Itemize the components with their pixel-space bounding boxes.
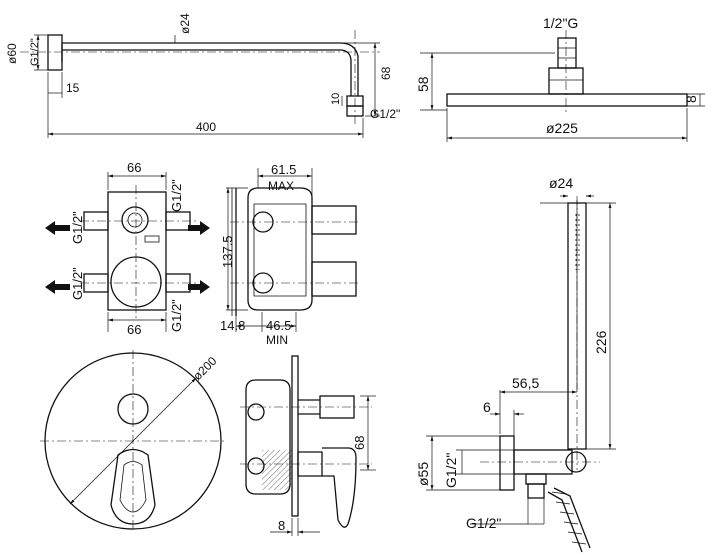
hand-projection-label: 56,5 bbox=[512, 375, 539, 391]
valve-port-left-top-label: G1/2" bbox=[70, 211, 85, 244]
valve-max-label: MAX bbox=[268, 179, 294, 193]
valve-port-right-top-label: G1/2" bbox=[169, 179, 184, 212]
trim-side-view: 68 8 bbox=[240, 355, 376, 536]
shower-head-view: 1/2"G 58 8 ø225 bbox=[415, 15, 705, 142]
handle-diameter-label: ø24 bbox=[549, 175, 573, 191]
arm-length-label: 400 bbox=[196, 120, 216, 134]
head-thread-label: 1/2"G bbox=[543, 15, 578, 31]
valve-min-label: MIN bbox=[266, 333, 288, 347]
outlet-flange-diameter-label: ø55 bbox=[415, 462, 431, 486]
flange-diameter-label: ø60 bbox=[5, 43, 19, 64]
head-thickness-label: 8 bbox=[683, 95, 699, 103]
valve-side-view: 61.5 MAX 137.5 14.8 46.5 MIN bbox=[220, 162, 360, 347]
hand-length-label: 226 bbox=[593, 330, 609, 354]
valve-port-left-bottom-label: G1/2" bbox=[70, 267, 85, 300]
trim-projection-label: 68 bbox=[352, 436, 367, 450]
head-height-label: 58 bbox=[415, 76, 431, 92]
valve-depth-max-label: 61.5 bbox=[271, 162, 296, 177]
valve-port-right-bottom-label: G1/2" bbox=[169, 299, 184, 332]
arm-height-small-label: 10 bbox=[330, 93, 342, 105]
valve-height-label: 137.5 bbox=[220, 235, 235, 268]
trim-front-view: ø200 bbox=[40, 350, 226, 532]
hose-thread-label: G1/2" bbox=[466, 515, 501, 531]
arm-thread-left-label: G1/2" bbox=[29, 38, 41, 66]
valve-front-view: 66 66 G1/2" G1/2" G1/2" G1/2" bbox=[45, 160, 210, 337]
hand-shower-view: ø24 56,5 6 226 ø55 G1/2" G1/2" bbox=[415, 175, 616, 553]
arm-height-label: 68 bbox=[379, 66, 393, 80]
valve-width-bottom-label: 66 bbox=[127, 322, 141, 337]
arm-offset-label: 15 bbox=[66, 81, 80, 95]
tube-diameter-label: ø24 bbox=[178, 13, 192, 34]
hose-coil bbox=[551, 491, 587, 545]
head-diameter-label: ø225 bbox=[546, 120, 578, 136]
valve-width-top-label: 66 bbox=[127, 160, 141, 175]
valve-depth-min-label: 46.5 bbox=[266, 318, 291, 333]
arm-thread-right-label: G1/2" bbox=[370, 107, 400, 121]
trim-plate-label: 8 bbox=[278, 518, 285, 533]
outlet-thread-label: G1/2" bbox=[443, 453, 459, 488]
trim-diameter-label: ø200 bbox=[190, 354, 219, 383]
valve-offset-label: 14.8 bbox=[220, 318, 245, 333]
hand-offset-label: 6 bbox=[483, 399, 491, 415]
shower-arm-view: ø60 G1/2" ø24 15 68 10 G1/2" 400 bbox=[5, 13, 400, 138]
